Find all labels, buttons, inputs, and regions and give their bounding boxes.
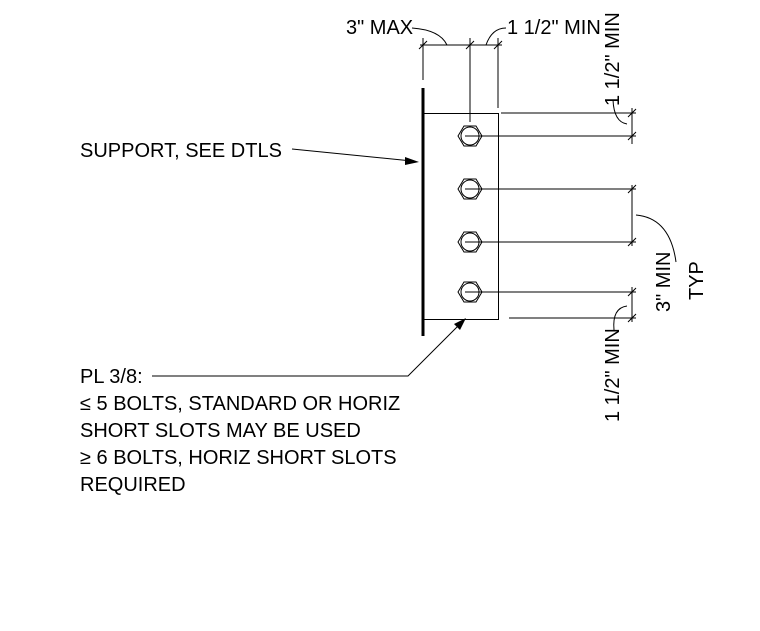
bolts [457, 125, 483, 303]
plate-note-line: PL 3/8: [80, 366, 143, 388]
bolt [457, 231, 483, 253]
dim-3in-max-label: 3" MAX [346, 17, 413, 39]
bolt [457, 125, 483, 147]
support-leader-arrow [405, 157, 419, 165]
plate-note: PL 3/8: ≤ 5 BOLTS, STANDARD OR HORIZ SHO… [80, 366, 400, 496]
dim-1-5in-min-edge-bottom-label: 1 1/2" MIN [602, 328, 624, 422]
bolt-centerlines [465, 135, 636, 293]
dim-3in-min-label: 3" MIN [653, 252, 675, 312]
dim-1-5in-min-edge-top-label: 1 1/2" MIN [602, 12, 624, 106]
top-dimension-lines [411, 27, 507, 122]
right-dimension-lines [612, 99, 677, 331]
plate-leader [152, 322, 462, 377]
plate-note-line: REQUIRED [80, 474, 186, 496]
plate [423, 113, 499, 320]
plate-note-line: ≤ 5 BOLTS, STANDARD OR HORIZ [80, 393, 400, 415]
support-leader [291, 148, 413, 162]
bolt [457, 178, 483, 200]
plate-note-line: ≥ 6 BOLTS, HORIZ SHORT SLOTS [80, 447, 397, 469]
plate-leader-arrow [454, 318, 466, 330]
plate-note-line: SHORT SLOTS MAY BE USED [80, 420, 361, 442]
bolt [457, 281, 483, 303]
dim-typ-label: TYP [686, 261, 708, 300]
support-note: SUPPORT, SEE DTLS [80, 140, 282, 162]
dim-1-5in-min-top-label: 1 1/2" MIN [507, 17, 601, 39]
